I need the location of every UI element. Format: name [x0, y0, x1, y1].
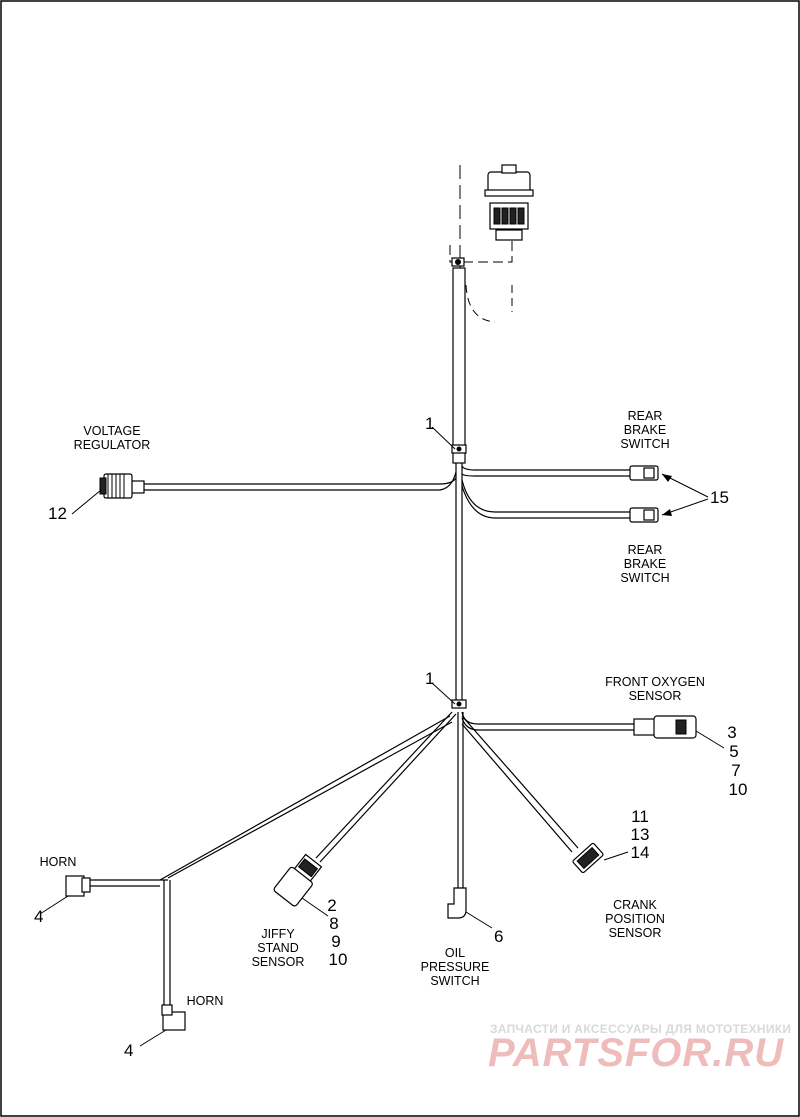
callout-rear-brake: 15 — [710, 488, 729, 507]
callout-horn-bottom: 4 — [124, 1041, 133, 1060]
svg-text:SWITCH: SWITCH — [620, 437, 669, 451]
watermark-logo: PARTSFOR.RU — [488, 1031, 784, 1075]
svg-text:2: 2 — [327, 896, 336, 915]
label-rear-brake-switch-top: REAR BRAKE SWITCH — [620, 409, 669, 451]
label-horn-bottom: HORN — [187, 994, 224, 1008]
svg-text:CRANK: CRANK — [613, 898, 657, 912]
callout-oil-pressure: 6 — [494, 927, 503, 946]
svg-text:5: 5 — [729, 742, 738, 761]
svg-text:SWITCH: SWITCH — [430, 974, 479, 988]
callout-voltage-regulator: 12 — [48, 504, 67, 523]
front-oxygen-sensor-branch — [461, 711, 725, 749]
svg-text:REGULATOR: REGULATOR — [74, 438, 151, 452]
horn-branch — [39, 715, 453, 1047]
watermark-tagline: ЗАПЧАСТИ И АКСЕССУАРЫ ДЛЯ МОТОТЕХНИКИ — [490, 1022, 791, 1036]
watermark: ЗАПЧАСТИ И АКСЕССУАРЫ ДЛЯ МОТОТЕХНИКИ PA… — [488, 1022, 791, 1075]
label-crank-position-sensor: CRANK POSITION SENSOR — [605, 898, 665, 940]
svg-text:OIL: OIL — [445, 946, 465, 960]
svg-text:10: 10 — [729, 780, 748, 799]
svg-text:STAND: STAND — [257, 941, 298, 955]
svg-text:7: 7 — [731, 761, 740, 780]
svg-text:FRONT OXYGEN: FRONT OXYGEN — [605, 675, 705, 689]
crank-position-sensor-branch — [461, 715, 629, 874]
svg-text:VOLTAGE: VOLTAGE — [83, 424, 140, 438]
main-trunk — [451, 267, 467, 709]
label-oil-pressure-switch: OIL PRESSURE SWITCH — [421, 946, 490, 988]
callout-clip-lower: 1 — [425, 669, 434, 688]
svg-text:BRAKE: BRAKE — [624, 423, 666, 437]
callout-jiffy-stand: 2 8 9 10 — [327, 896, 347, 969]
label-jiffy-stand-sensor: JIFFY STAND SENSOR — [252, 927, 305, 969]
svg-text:SWITCH: SWITCH — [620, 571, 669, 585]
svg-text:13: 13 — [631, 825, 650, 844]
label-front-oxygen-sensor: FRONT OXYGEN SENSOR — [605, 675, 705, 703]
rear-brake-switch-branch — [461, 465, 709, 523]
svg-text:9: 9 — [331, 932, 340, 951]
svg-text:8: 8 — [329, 914, 338, 933]
svg-text:REAR: REAR — [628, 543, 663, 557]
svg-text:BRAKE: BRAKE — [624, 557, 666, 571]
callout-crank-position: 11 13 14 — [631, 807, 650, 862]
svg-text:SENSOR: SENSOR — [609, 926, 662, 940]
svg-text:10: 10 — [329, 950, 348, 969]
svg-text:PRESSURE: PRESSURE — [421, 960, 490, 974]
label-rear-brake-switch-bottom: REAR BRAKE SWITCH — [620, 543, 669, 585]
svg-text:POSITION: POSITION — [605, 912, 665, 926]
jiffy-stand-sensor-branch — [273, 711, 457, 917]
svg-text:JIFFY: JIFFY — [261, 927, 295, 941]
svg-text:REAR: REAR — [628, 409, 663, 423]
main-connector-assembly — [449, 164, 534, 323]
label-horn-top: HORN — [40, 855, 77, 869]
svg-text:11: 11 — [631, 807, 649, 826]
oil-pressure-switch-branch — [447, 712, 493, 929]
callout-horn-top: 4 — [34, 907, 43, 926]
svg-text:3: 3 — [727, 723, 736, 742]
svg-text:SENSOR: SENSOR — [252, 955, 305, 969]
label-voltage-regulator: VOLTAGE REGULATOR — [74, 424, 151, 452]
callout-front-oxygen: 3 5 7 10 — [727, 723, 747, 799]
voltage-regulator-branch — [71, 471, 457, 515]
svg-text:SENSOR: SENSOR — [629, 689, 682, 703]
callout-clip-upper: 1 — [425, 414, 434, 433]
svg-text:14: 14 — [631, 843, 650, 862]
